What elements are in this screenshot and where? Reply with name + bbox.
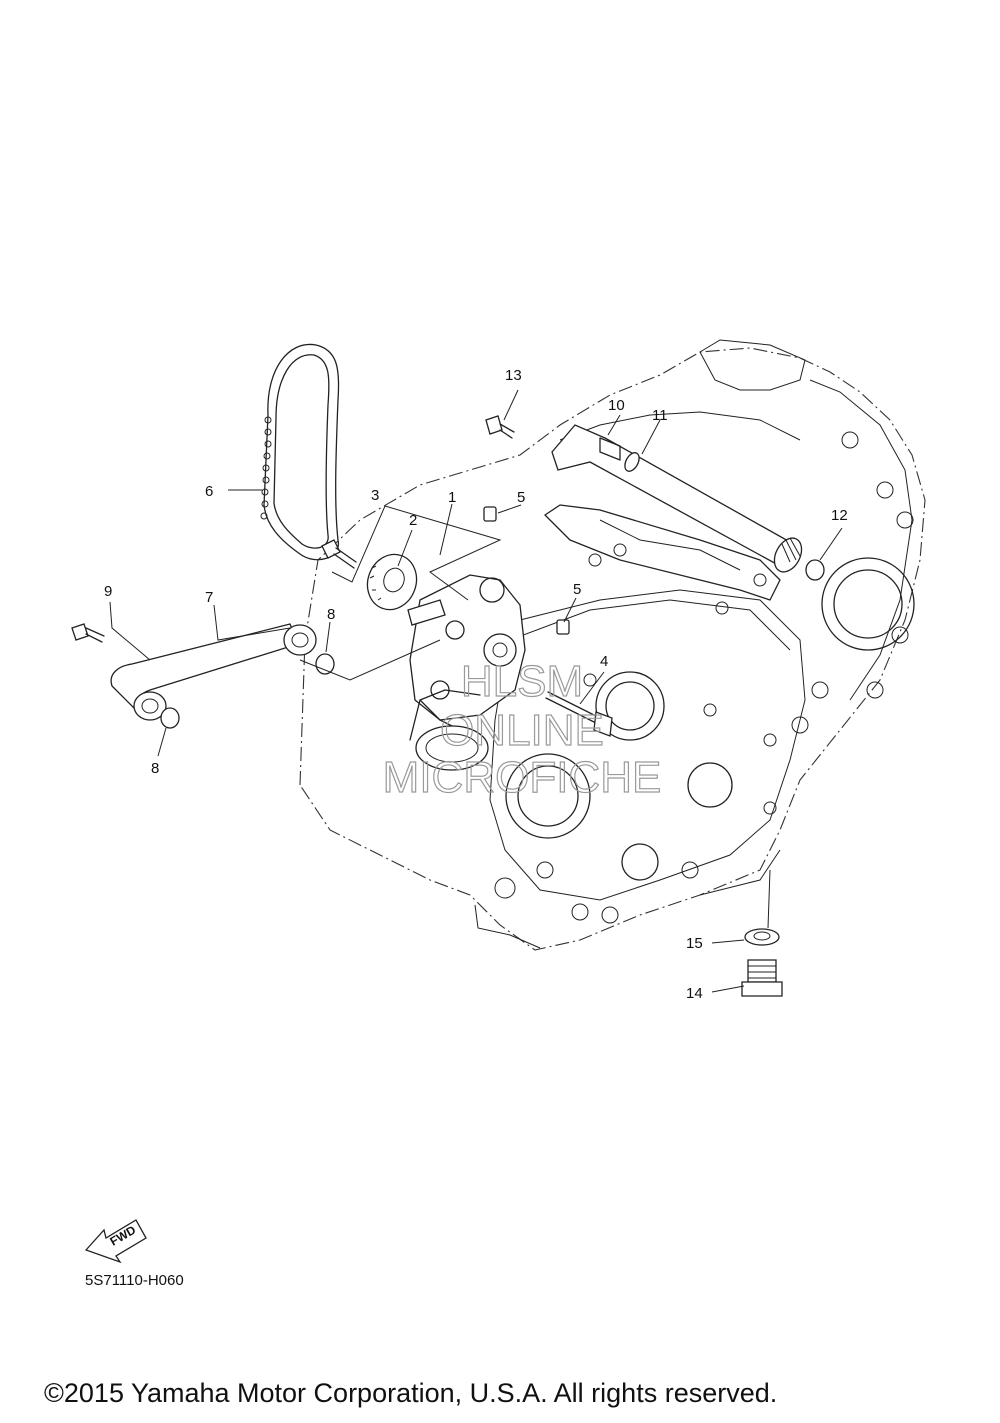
bolt-3 — [321, 539, 357, 569]
o-ring-8b — [160, 707, 180, 729]
callout-3: 3 — [371, 487, 379, 504]
dowel-pin-5b — [556, 619, 570, 635]
dowel-pin-5a — [483, 506, 497, 522]
watermark: HLSM ONLINE MICROFICHE — [382, 656, 662, 802]
oil-delivery-pipe-7 — [110, 623, 317, 721]
drive-chain-6 — [260, 343, 340, 561]
diagram-code: 5S71110-H060 — [85, 1272, 184, 1289]
watermark-line-1: HLSM — [461, 657, 583, 706]
callout-12: 12 — [831, 507, 848, 524]
leader-lines — [109, 389, 843, 993]
watermark-line-3: MICROFICHE — [383, 753, 662, 802]
callout-11: 11 — [652, 407, 668, 424]
callout-15: 15 — [686, 935, 703, 952]
callout-10: 10 — [608, 397, 625, 414]
callout-6: 6 — [205, 483, 213, 500]
callout-14: 14 — [686, 985, 703, 1002]
crankcase — [299, 339, 926, 951]
copyright-notice: ©2015 Yamaha Motor Corporation, U.S.A. A… — [44, 1378, 778, 1408]
callout-7: 7 — [205, 589, 213, 606]
sprocket-2 — [366, 553, 418, 611]
watermark-line-2: ONLINE — [440, 706, 604, 755]
bolt-4 — [545, 691, 613, 737]
callout-13: 13 — [505, 367, 522, 384]
drain-plug-14 — [741, 959, 783, 997]
callout-8a: 8 — [327, 606, 335, 623]
oil-pump-assembly-1 — [407, 574, 526, 771]
forward-direction-arrow: FWD — [84, 1219, 147, 1264]
callout-9: 9 — [104, 583, 112, 600]
callout-4: 4 — [600, 653, 608, 670]
callout-5b: 5 — [573, 581, 581, 598]
callout-5a: 5 — [517, 489, 525, 506]
pipe-10 — [551, 424, 803, 573]
callout-2: 2 — [409, 512, 417, 529]
callout-1: 1 — [448, 489, 456, 506]
bolt-13 — [485, 415, 515, 439]
o-ring-8a — [315, 653, 335, 675]
gasket-15 — [744, 928, 780, 946]
bolt-9 — [71, 623, 105, 643]
callout-8b: 8 — [151, 760, 159, 777]
o-ring-12 — [805, 559, 825, 581]
callout-numbers: 1 2 3 4 5 5 6 7 8 8 9 10 11 12 13 14 15 — [104, 367, 848, 1002]
